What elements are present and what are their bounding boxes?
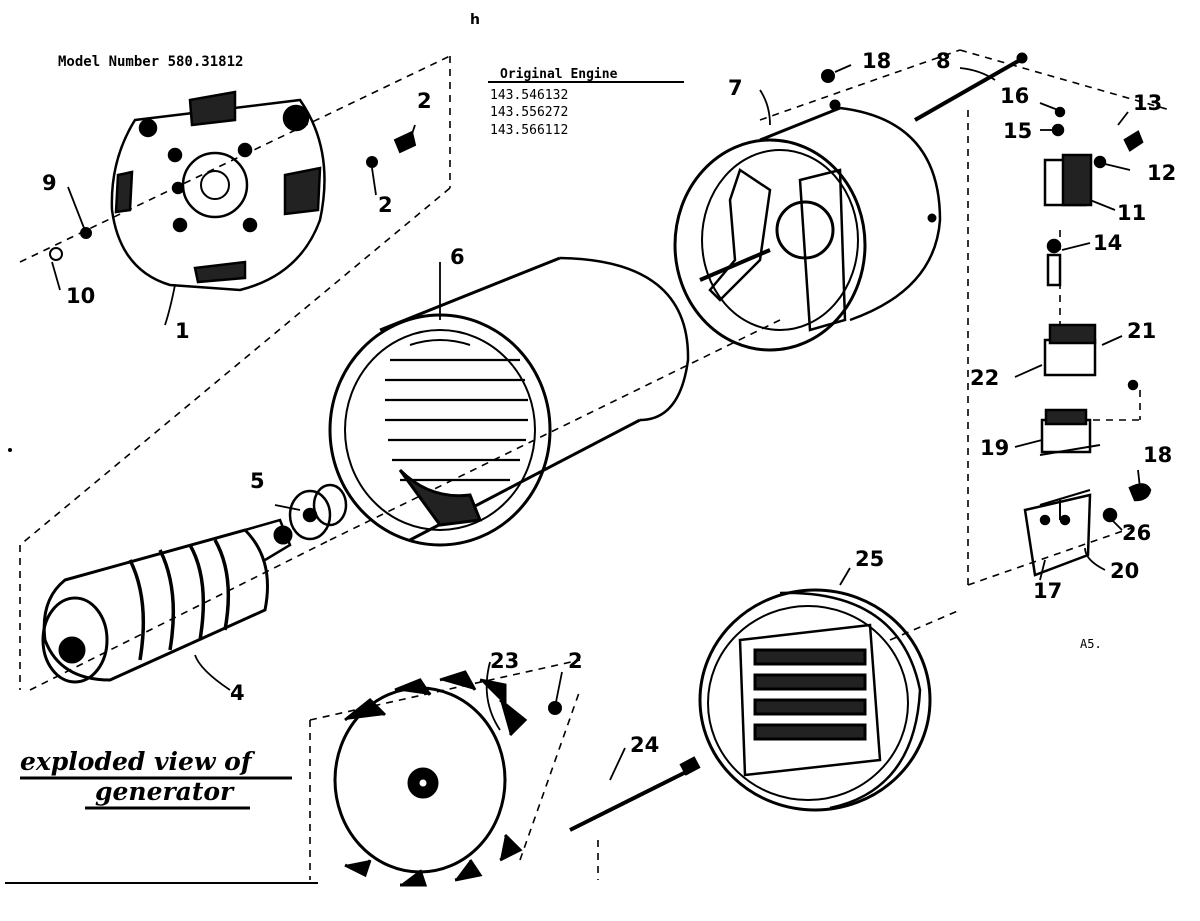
- diagram-title-line1: exploded view of: [20, 747, 256, 776]
- callout-2c: 2: [568, 649, 583, 673]
- rotor-part: [41, 518, 293, 684]
- small-hardware: [49, 69, 835, 715]
- diagram-title-line2: generator: [95, 777, 235, 806]
- callout-14: 14: [1093, 231, 1122, 255]
- callout-10: 10: [66, 284, 95, 308]
- callout-25: 25: [855, 547, 884, 571]
- engine-number-2: 143.556272: [490, 105, 568, 120]
- callout-26: 26: [1122, 521, 1151, 545]
- callout-16: 16: [1000, 84, 1029, 108]
- bearing-part: [288, 483, 348, 541]
- callout-17: 17: [1033, 579, 1062, 603]
- callout-23: 23: [490, 649, 519, 673]
- callout-2b: 2: [378, 193, 393, 217]
- callout-11: 11: [1117, 201, 1146, 225]
- blower-housing-part: [673, 99, 942, 352]
- electrical-components: [1023, 106, 1152, 577]
- callout-1: 1: [175, 319, 190, 343]
- engine-heading: Original Engine: [500, 67, 618, 82]
- callout-20: 20: [1110, 559, 1139, 583]
- fan-part: [333, 670, 528, 887]
- callout-8: 8: [936, 49, 951, 73]
- callout-6: 6: [450, 245, 465, 269]
- callout-13: 13: [1133, 91, 1162, 115]
- callout-19: 19: [980, 436, 1009, 460]
- through-bolt-part: [569, 756, 701, 832]
- callout-21: 21: [1127, 319, 1156, 343]
- corner-mark: A5.: [1080, 637, 1102, 651]
- stray-dot: [8, 448, 12, 452]
- leader-lines: [51, 64, 1141, 781]
- engine-number-1: 143.546132: [490, 88, 568, 103]
- callout-4: 4: [230, 681, 245, 705]
- stator-housing-part: [328, 256, 690, 547]
- bolt-top-part: [914, 52, 1028, 122]
- end-bell-part: [110, 90, 326, 292]
- callout-5: 5: [250, 469, 265, 493]
- callout-2a: 2: [417, 89, 432, 113]
- end-cover-part: [698, 588, 932, 812]
- callout-12: 12: [1147, 161, 1176, 185]
- callout-18b: 18: [1143, 443, 1172, 467]
- callout-24: 24: [630, 733, 659, 757]
- callouts: 1 2 2 2 4 5 6 7 8 9 10 11 12 13 14 15 16…: [42, 49, 1176, 757]
- model-number: Model Number 580.31812: [58, 54, 243, 70]
- page-mark: h: [470, 12, 480, 28]
- callout-18a: 18: [862, 49, 891, 73]
- callout-15: 15: [1003, 119, 1032, 143]
- callout-7: 7: [728, 76, 743, 100]
- callout-22: 22: [970, 366, 999, 390]
- callout-9: 9: [42, 171, 57, 195]
- engine-number-3: 143.566112: [490, 123, 568, 138]
